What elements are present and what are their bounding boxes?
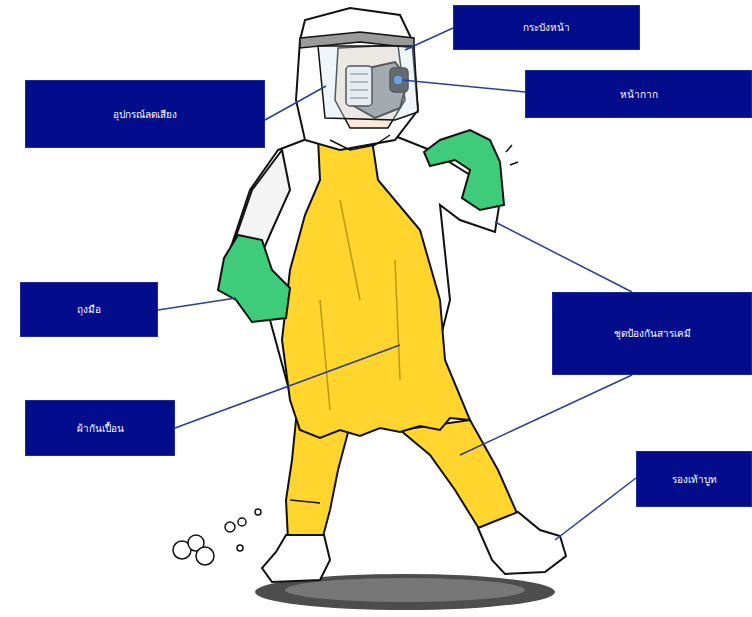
part-label: กระบังหน้า <box>517 19 576 36</box>
leader-line <box>555 478 636 540</box>
leader-line <box>265 86 326 120</box>
glove <box>424 130 504 210</box>
glove <box>218 235 290 322</box>
hood <box>296 8 418 150</box>
dust-puff <box>196 547 214 565</box>
motion-marks <box>506 145 518 165</box>
dust-puff <box>225 522 235 532</box>
collar <box>330 135 390 150</box>
label-box: กระบังหน้า <box>453 5 640 50</box>
label-box: ชุดป้องกันสารเคมี <box>552 292 752 375</box>
boot <box>262 535 330 582</box>
face-shield <box>318 46 418 120</box>
boot <box>478 512 566 574</box>
label-box: ถุงมือ <box>20 282 158 337</box>
apron-folds <box>320 200 400 410</box>
leader-line <box>495 222 632 292</box>
label-box: หน้ากาก <box>525 70 752 118</box>
part-label: อุปกรณ์ลดเสียง <box>107 106 183 123</box>
part-label: ผ้ากันเปื้อน <box>71 420 130 437</box>
pants-fold <box>290 500 320 503</box>
leader-line <box>158 298 236 310</box>
label-box: ผ้ากันเปื้อน <box>25 400 175 456</box>
ground-shadow-light <box>285 578 525 602</box>
dust-puff <box>255 509 261 515</box>
dust-puff <box>237 545 243 551</box>
leader-line <box>405 28 453 50</box>
dust-clouds <box>173 509 261 565</box>
leader-line <box>402 80 525 92</box>
label-box: รองเท้าบูท <box>636 451 752 507</box>
leader-line <box>175 345 400 428</box>
label-box: อุปกรณ์ลดเสียง <box>25 80 265 148</box>
leader-line <box>460 375 632 455</box>
part-label: ชุดป้องกันสารเคมี <box>608 325 697 342</box>
dust-puff <box>238 518 246 526</box>
part-label: ถุงมือ <box>71 301 107 318</box>
part-label: รองเท้าบูท <box>666 471 723 488</box>
apron <box>282 138 470 438</box>
part-label: หน้ากาก <box>614 86 664 103</box>
